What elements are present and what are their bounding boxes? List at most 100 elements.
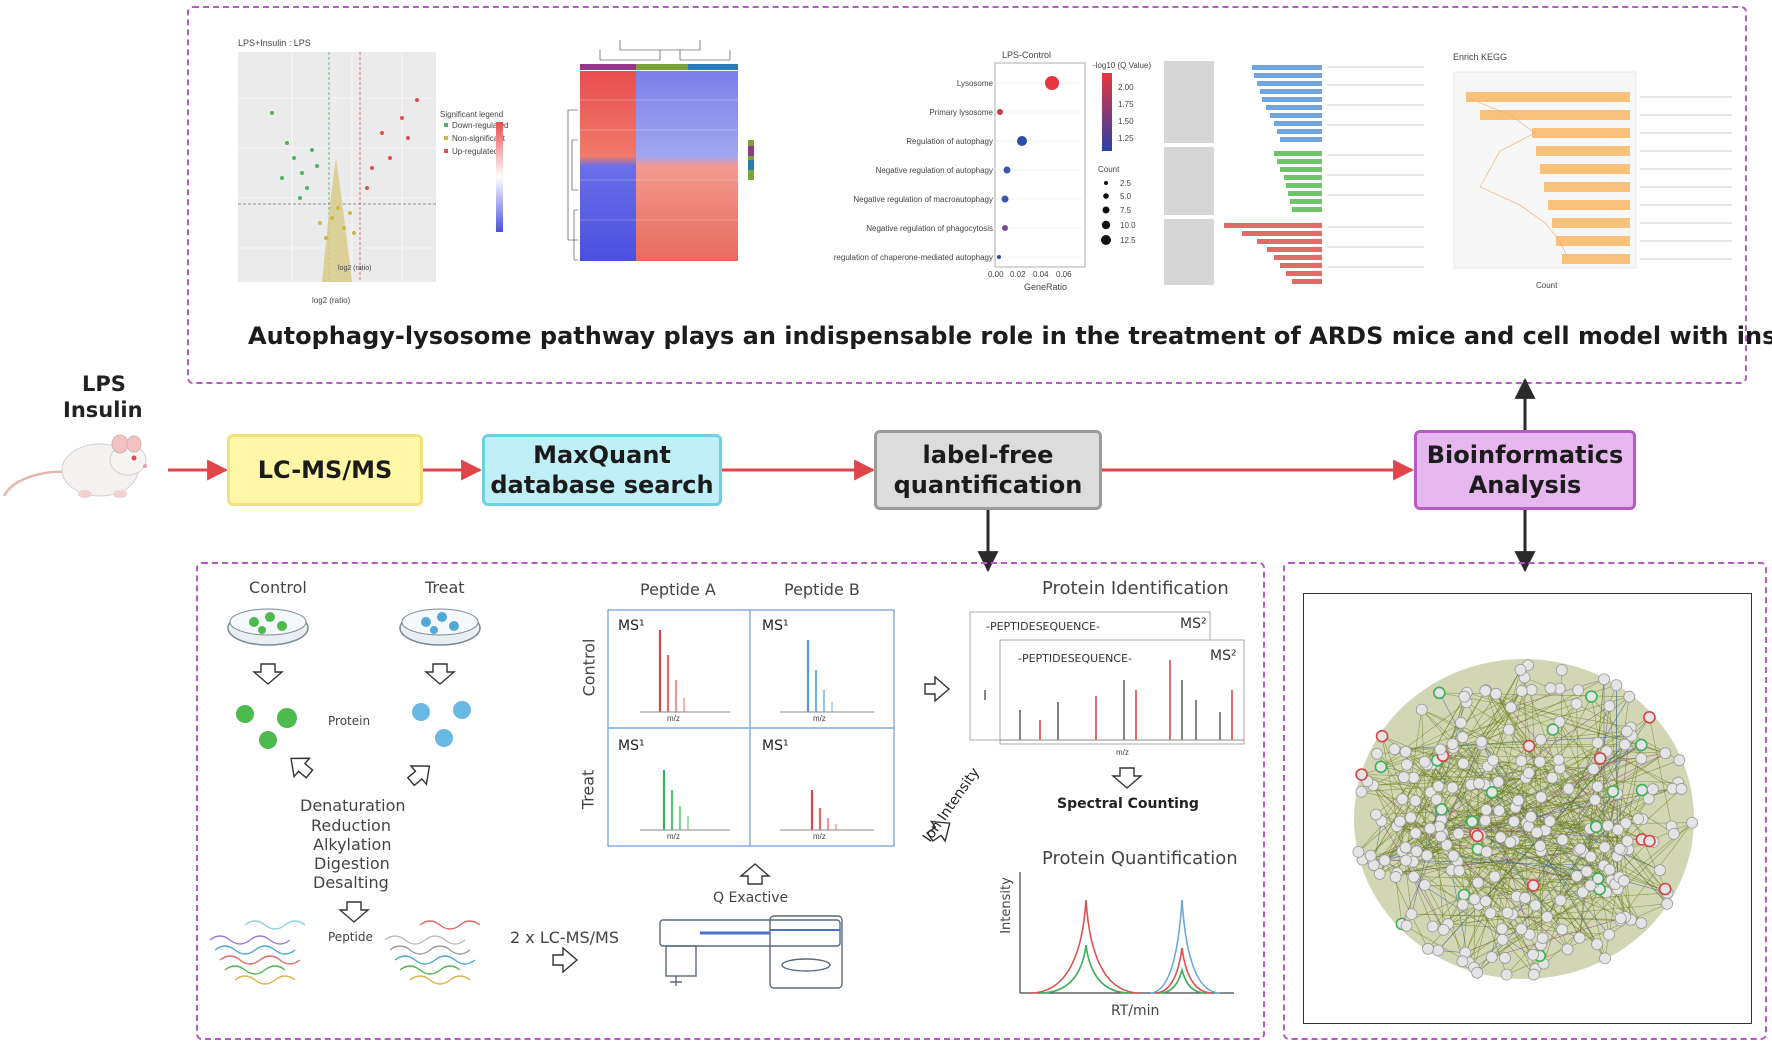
kegg-svg [1453,71,1732,269]
network-node [1589,793,1601,806]
network-node [1613,842,1626,855]
network-node [1643,834,1656,848]
network-node [1418,755,1431,768]
network-node [1446,781,1459,794]
row-control-label: Control [579,638,599,697]
dotplot-color-tick-0: 2.00 [1118,83,1134,92]
network-edge [1473,899,1475,968]
protein-identification-title: Protein Identification [1042,578,1229,599]
network-node [1404,811,1417,824]
network-edge [1477,752,1666,883]
network-edge [1452,743,1639,820]
network-edge [1552,729,1601,759]
go-dotplot: LPS-Control Lysosome Primary lysosome Re… [830,45,1152,305]
insulin-label: Insulin [63,398,143,422]
network-edge [1516,822,1693,897]
lcms-step-box[interactable]: LC-MS/MS [227,434,423,506]
kegg-xlabel: Count [1536,281,1558,290]
network-node [1598,673,1610,686]
network-edge [1579,828,1591,938]
dotplot-size-tick-4: 12.5 [1120,236,1136,245]
network-node [1580,865,1593,878]
network-edge [1535,744,1626,906]
network-node [1504,701,1517,714]
network-edge [1440,788,1673,837]
network-edge [1491,916,1626,958]
network-node [1456,898,1469,911]
network-node [1446,738,1459,750]
network-node [1533,755,1546,768]
network-node [1606,785,1620,798]
dotplot-xlabel: GeneRatio [1024,282,1068,292]
network-node [1534,840,1546,852]
network-node [1584,879,1597,892]
dotplot-size-tick-1: 5.0 [1120,192,1132,201]
maxquant-step-box[interactable]: MaxQuant database search [482,434,722,506]
network-node [1522,767,1535,779]
network-node [1591,780,1604,793]
network-edge [1403,759,1559,778]
instrument-label: Q Exactive [713,890,789,906]
network-node [1618,874,1630,887]
network-node [1523,928,1536,941]
rt-axis-label: RT/min [1111,1003,1160,1019]
network-edge [1439,692,1631,728]
kegg-title: Enrich KEGG [1453,52,1508,62]
network-edge [1477,745,1641,837]
network-node [1614,912,1627,925]
network-node [1396,793,1409,806]
dotplot-color-title: -log10 (Q Value) [1093,61,1152,70]
network-node [1621,834,1634,847]
network-node [1370,808,1382,821]
network-node [1488,870,1501,883]
network-node [1529,899,1542,912]
network-node [1433,686,1446,700]
network-edge [1396,825,1591,886]
kegg-barplot: Enrich KEGG Count [1450,50,1740,295]
network-edge [1381,736,1403,852]
network-edge [1484,784,1530,935]
network-node [1389,871,1402,883]
lfq-step-box[interactable]: label-free quantification [874,430,1102,510]
network-node [1546,771,1559,784]
network-node [1415,703,1428,716]
network-node [1501,906,1514,919]
network-node [1400,919,1413,932]
network-node [1643,711,1656,724]
bioinformatics-step-box[interactable]: Bioinformatics Analysis [1414,430,1636,510]
dotplot-color-tick-1: 1.75 [1118,100,1134,109]
heatmap-scale [496,122,503,232]
network-edge [1525,777,1579,851]
protein-quantification-title: Protein Quantification [1042,848,1238,869]
network-node [1435,803,1448,816]
network-node [1618,738,1631,751]
network-edge [1431,764,1507,975]
heatmap [496,40,830,300]
network-edge [1411,913,1631,921]
dotplot-xtick-2: 0.04 [1033,270,1049,279]
network-edge [1560,892,1668,901]
network-node [1458,690,1471,703]
network-edge [1399,821,1412,915]
network-node [1378,854,1391,867]
network-edge [1486,729,1554,853]
network-node [1570,697,1583,710]
dotplot-color-tick-3: 1.25 [1118,134,1134,143]
dotplot-term-0: Lysosome [956,79,993,88]
dotplot-term-2: Regulation of autophagy [906,137,993,146]
ppi-network-svg [1352,659,1699,981]
top-caption: Autophagy-lysosome pathway plays an indi… [248,322,1772,350]
network-node [1479,684,1492,697]
network-node [1619,817,1632,830]
network-edge [1373,785,1440,827]
network-edge [1426,759,1680,856]
network-node [1570,870,1583,883]
network-node [1668,827,1680,840]
ms1-a-treat: MS¹ [618,738,645,754]
network-node [1480,846,1493,858]
network-node [1686,816,1699,829]
network-edge [1481,669,1521,745]
network-edge [1410,817,1503,940]
ms1-b-treat: MS¹ [762,738,789,754]
network-node [1485,951,1498,964]
